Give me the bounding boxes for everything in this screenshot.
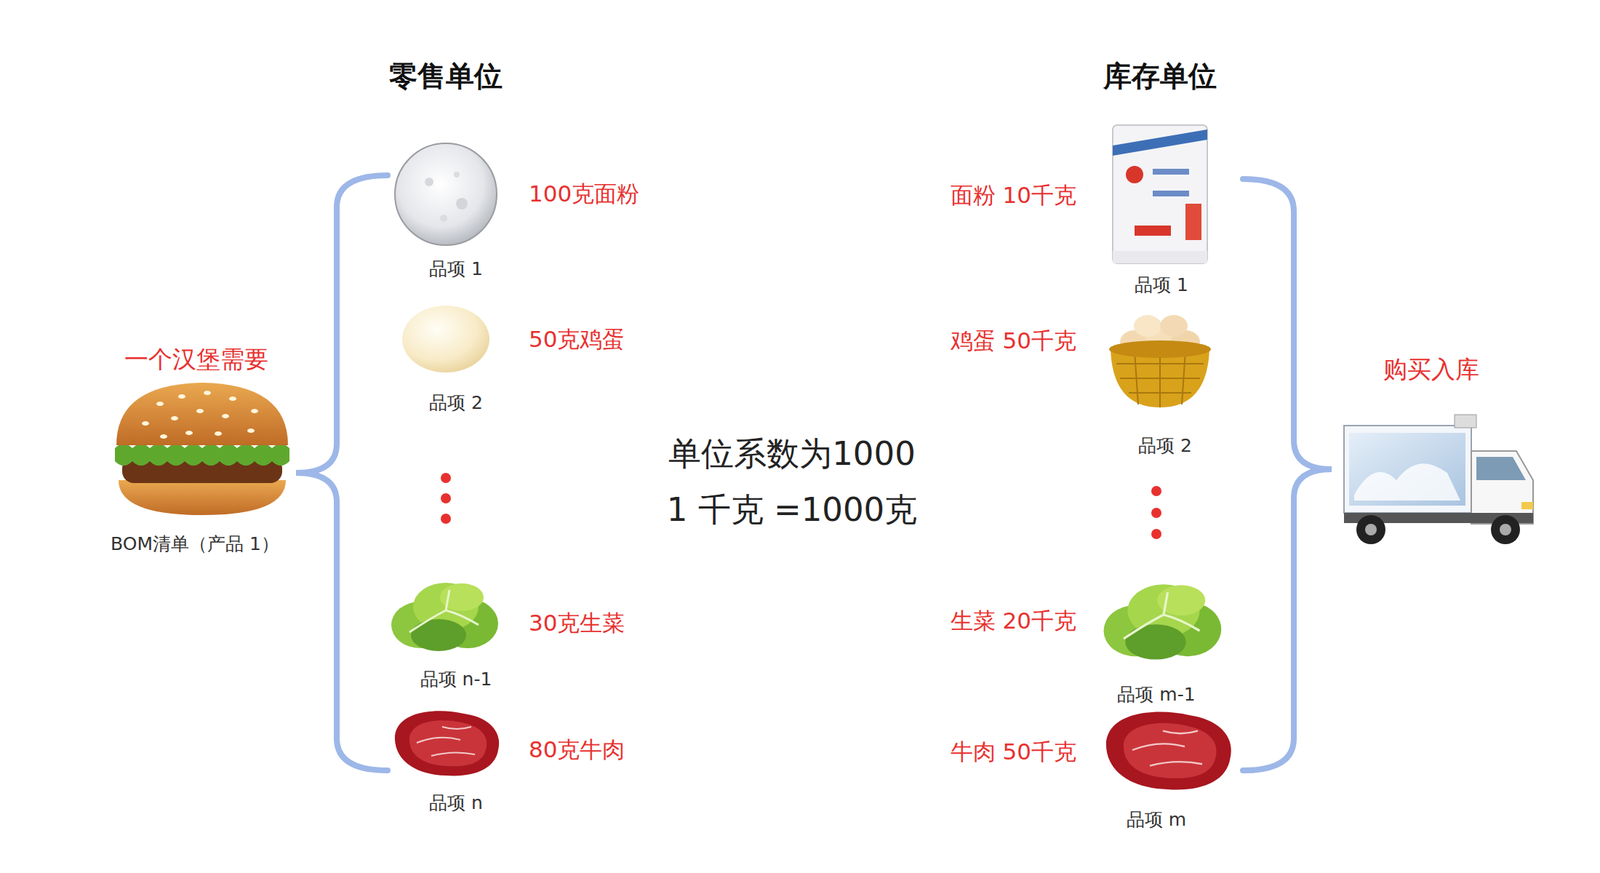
seed bbox=[247, 428, 255, 433]
item-node: 100克面粉品项 1 bbox=[389, 137, 644, 285]
dot bbox=[440, 472, 451, 483]
bun-bottom bbox=[118, 480, 286, 515]
truck-light bbox=[1521, 501, 1534, 510]
caption-text: 品项 1 bbox=[1134, 274, 1189, 296]
item-node: 牛肉 50千克品项 m bbox=[946, 703, 1236, 835]
caption-text: 品项 2 bbox=[1138, 434, 1192, 457]
beef-picture bbox=[1106, 712, 1232, 790]
egg-basket-picture bbox=[1109, 314, 1211, 408]
truck-panel-art bbox=[1354, 463, 1461, 501]
truck-box bbox=[1344, 425, 1472, 513]
bag bbox=[1112, 125, 1208, 264]
seed bbox=[185, 430, 193, 435]
sesame-seeds bbox=[141, 390, 259, 439]
fridge-unit bbox=[1454, 414, 1477, 428]
bag-bottom bbox=[1112, 250, 1208, 264]
flour-speck bbox=[456, 197, 468, 210]
caption-text: 品项 2 bbox=[429, 392, 483, 414]
conversion-note: 单位系数为1000 bbox=[668, 434, 916, 474]
bun-top bbox=[116, 382, 288, 446]
burger-node: 一个汉堡需要 BOM清单（产品 1） bbox=[106, 340, 294, 560]
seed bbox=[203, 390, 211, 395]
quantity-text: 面粉 10千克 bbox=[950, 181, 1077, 209]
dot bbox=[440, 513, 451, 524]
item-node: 面粉 10千克品项 1 bbox=[946, 119, 1214, 301]
note-text: 一个汉堡需要 bbox=[124, 344, 269, 374]
caption-text: BOM清单（产品 1） bbox=[110, 533, 280, 555]
quantity-text: 100克面粉 bbox=[528, 180, 640, 208]
burger-picture bbox=[114, 382, 290, 515]
item-node: 50克鸡蛋品项 2 bbox=[397, 300, 630, 419]
column-heading: 零售单位 bbox=[389, 59, 503, 94]
flour-speck bbox=[440, 214, 448, 222]
caption-text: 品项 n-1 bbox=[420, 668, 493, 691]
egg bbox=[1160, 314, 1188, 337]
bag-band bbox=[1112, 129, 1208, 156]
wheel bbox=[1490, 514, 1520, 544]
dot bbox=[1151, 507, 1162, 518]
flour-circle bbox=[394, 143, 497, 246]
quantity-text: 生菜 20千克 bbox=[950, 607, 1077, 635]
item-node: 80克牛肉品项 n bbox=[388, 703, 630, 819]
seed bbox=[170, 416, 179, 421]
seed bbox=[221, 413, 230, 419]
bag-tag bbox=[1185, 203, 1202, 240]
basket-rim bbox=[1109, 340, 1211, 358]
quantity-text: 牛肉 50千克 bbox=[950, 738, 1077, 766]
dot bbox=[1151, 485, 1162, 496]
truck-window bbox=[1476, 456, 1526, 480]
quantity-text: 鸡蛋 50千克 bbox=[950, 327, 1077, 355]
ellipsis-dots bbox=[1151, 485, 1162, 539]
flour-speck bbox=[453, 171, 460, 178]
hub bbox=[1365, 523, 1377, 536]
flour-bag-picture bbox=[1112, 125, 1208, 264]
caption-text: 品项 m-1 bbox=[1117, 683, 1195, 706]
dot bbox=[1151, 528, 1162, 539]
conversion-note: 1 千克 =1000克 bbox=[666, 490, 918, 530]
hub bbox=[1499, 523, 1512, 536]
basket-weave bbox=[1116, 350, 1204, 408]
seed bbox=[214, 431, 222, 436]
seed bbox=[141, 421, 150, 426]
ellipsis-dots bbox=[440, 472, 451, 524]
lettuce-picture bbox=[1104, 584, 1222, 659]
caption-text: 品项 1 bbox=[429, 258, 483, 280]
bag-stripe bbox=[1152, 168, 1190, 175]
egg bbox=[1133, 314, 1162, 337]
column-heading: 库存单位 bbox=[1103, 59, 1217, 94]
seed bbox=[229, 396, 237, 401]
wheel bbox=[1356, 514, 1386, 544]
seed bbox=[196, 408, 204, 414]
seed bbox=[160, 434, 168, 439]
item-node: 鸡蛋 50千克品项 2 bbox=[946, 312, 1216, 462]
action-text: 购买入库 bbox=[1383, 354, 1480, 384]
truck-node: 购买入库 bbox=[1336, 350, 1541, 550]
lettuce-picture bbox=[391, 582, 499, 651]
beef-picture bbox=[394, 710, 499, 776]
flour-speck bbox=[424, 177, 434, 187]
truck-panel bbox=[1349, 432, 1466, 506]
bracket bbox=[296, 175, 388, 771]
quantity-text: 80克牛肉 bbox=[528, 736, 625, 763]
seed bbox=[156, 401, 164, 406]
dot bbox=[440, 493, 451, 504]
quantity-text: 30克生菜 bbox=[528, 609, 625, 637]
quantity-text: 50克鸡蛋 bbox=[528, 325, 625, 353]
flour-picture bbox=[394, 143, 497, 246]
caption-text: 品项 n bbox=[429, 792, 483, 814]
seed bbox=[250, 408, 259, 414]
caption-text: 品项 m bbox=[1126, 808, 1187, 831]
burger-lettuce bbox=[114, 443, 290, 466]
bracket bbox=[1242, 178, 1332, 771]
seed bbox=[178, 394, 186, 399]
item-node: 生菜 20千克品项 m-1 bbox=[946, 578, 1221, 710]
bag-logo bbox=[1125, 165, 1144, 184]
item-node: 30克生菜品项 n-1 bbox=[394, 576, 630, 695]
truck-picture bbox=[1344, 414, 1534, 544]
bag-tag bbox=[1134, 225, 1171, 236]
bag-stripe bbox=[1152, 190, 1190, 197]
egg-picture bbox=[402, 305, 490, 373]
